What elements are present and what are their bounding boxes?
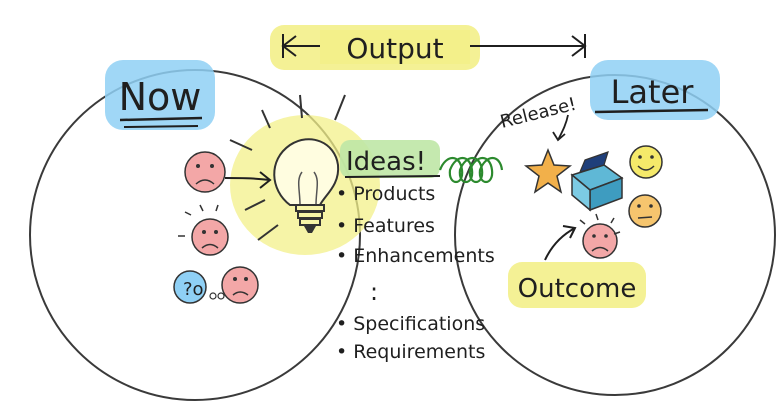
thought-text: ?o — [183, 279, 204, 300]
now-label: Now — [119, 75, 202, 119]
outcome-arrow — [544, 225, 577, 261]
now-underline-1 — [119, 116, 203, 122]
thought-face-icon: ?o — [173, 270, 225, 304]
now-underline-2 — [123, 125, 199, 128]
output-label-bg — [320, 30, 470, 64]
release-arrow — [552, 114, 569, 142]
outcome-label: Outcome — [518, 274, 637, 304]
ideas-label: Ideas! — [346, 147, 426, 177]
faces-to-bulb-arrow — [224, 171, 272, 189]
sad-face-icon-2 — [178, 204, 229, 256]
release-label: Release! — [498, 94, 578, 133]
now-highlight — [105, 60, 215, 130]
later-highlight — [590, 60, 720, 120]
later-label: Later — [611, 73, 695, 111]
ideas-highlight — [340, 140, 440, 178]
later-title: Later — [590, 60, 720, 120]
sad-face-icon-later — [579, 213, 621, 259]
box-icon — [570, 151, 624, 212]
ideas-underline — [344, 175, 441, 178]
happy-face-icon — [629, 145, 663, 179]
idea-list: • Products • Features • Enhancements : •… — [336, 183, 495, 363]
outcome-highlight — [508, 262, 646, 308]
ideas-heading: Ideas! — [340, 140, 441, 178]
list-item-specifications: • Specifications — [336, 313, 485, 335]
spring-connector — [438, 156, 504, 184]
outcome-heading: Outcome — [508, 262, 646, 308]
later-underline — [594, 108, 709, 114]
list-item-requirements: • Requirements — [336, 341, 485, 363]
list-ellipsis: : — [370, 278, 378, 306]
now-title: Now — [105, 60, 215, 130]
output-label: Output — [346, 32, 443, 65]
list-item-features: • Features — [336, 215, 435, 237]
sad-face-icon-3 — [221, 266, 259, 304]
output-arrow: Output — [270, 25, 587, 70]
neutral-face-icon — [628, 194, 662, 228]
list-item-enhancements: • Enhancements — [336, 245, 495, 267]
star-icon — [523, 147, 573, 194]
list-item-products: • Products — [336, 183, 435, 205]
sad-face-icon-1 — [184, 151, 226, 193]
